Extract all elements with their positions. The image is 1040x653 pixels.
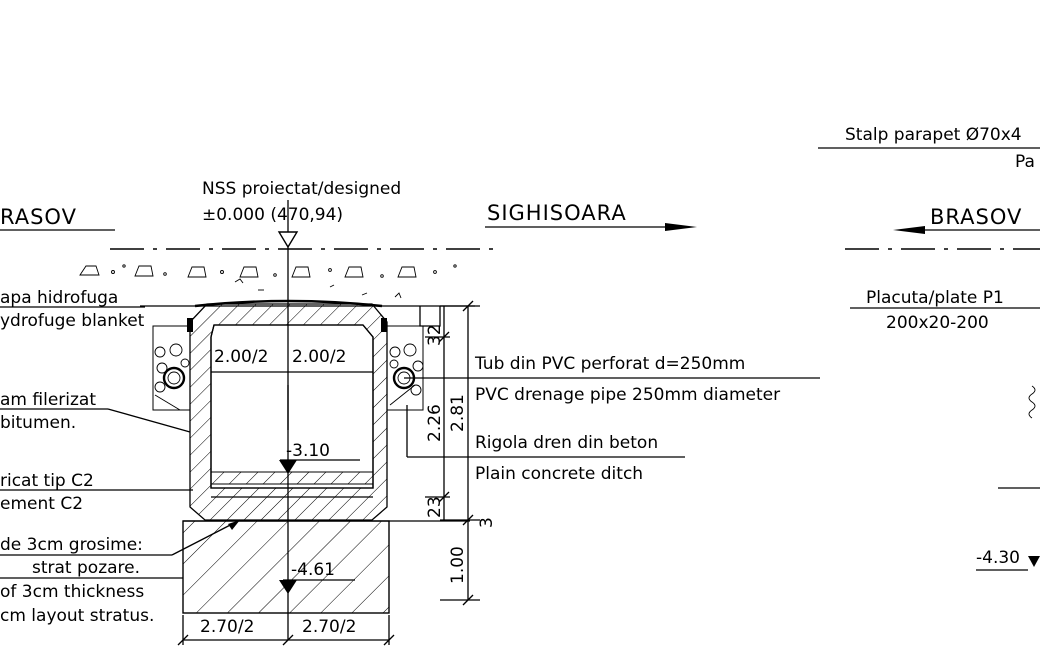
level-base: -4.61	[291, 560, 335, 580]
dim-foundation: 1.00	[448, 546, 468, 584]
inner-bottom-layer	[210, 471, 374, 485]
note-layer-en-1: of 3cm thickness	[0, 582, 144, 602]
dim-bottom-right: 2.70/2	[302, 617, 356, 637]
vertical-dimensions	[425, 300, 480, 606]
dim-outer-height: 2.81	[448, 394, 468, 432]
direction-right-section-label: BRASOV	[930, 205, 1022, 229]
direction-right-arrow	[665, 223, 697, 231]
note-ditch-en: Plain concrete ditch	[475, 464, 643, 484]
note-pipe-en: PVC drenage pipe 250mm diameter	[475, 385, 780, 405]
level-inner-bottom: -3.10	[286, 441, 330, 461]
note-layer-en-2: cm layout stratus.	[0, 606, 154, 626]
direction-left-label: RASOV	[0, 205, 77, 229]
note-cement-en: ement C2	[0, 494, 83, 514]
pavement-stones	[79, 264, 457, 299]
dim-inner-left: 2.00/2	[214, 347, 268, 367]
note-bitumen-en: bitumen.	[0, 413, 76, 433]
note-cement-ro: ricat tip C2	[0, 471, 94, 491]
dim-gap: 3	[477, 517, 497, 528]
left-pvc-pipe	[162, 366, 186, 390]
level-marker-top	[277, 231, 299, 249]
plate-size: 200x20-200	[886, 313, 989, 333]
note-layer-ro-1: de 3cm grosime:	[0, 535, 143, 555]
level-label-designed: NSS proiectat/designed	[202, 179, 401, 199]
note-waterproof-en: ydrofuge blanket	[0, 311, 145, 331]
note-pipe-ro: Tub din PVC perforat d=250mm	[474, 354, 745, 374]
foundation-block	[182, 520, 390, 614]
dim-inner-right: 2.00/2	[292, 347, 346, 367]
dim-top-slab: 32	[425, 324, 445, 346]
left-section: RASOV SIGHISOARA NSS proiectat/designed …	[0, 179, 820, 646]
post-label: Stalp parapet Ø70x4	[845, 125, 1022, 145]
note-bitumen-ro: am filerizat	[0, 390, 96, 410]
note-layer-ro-2: strat pozare.	[32, 558, 140, 578]
parapet-label: Pa	[1015, 152, 1035, 172]
direction-left-arrow	[893, 226, 925, 234]
dim-bottom-left: 2.70/2	[200, 617, 254, 637]
level-label-value: ±0.000 (470,94)	[202, 205, 343, 225]
right-level: -4.30	[976, 548, 1020, 568]
note-waterproof-ro: apa hidrofuga	[0, 288, 118, 308]
plate-label: Placuta/plate P1	[866, 288, 1004, 308]
dim-bottom-slab: 23	[425, 496, 445, 518]
left-drain-fill	[152, 325, 191, 411]
dim-inner-height: 2.26	[425, 404, 445, 442]
right-section: Stalp parapet Ø70x4 Pa BRASOV Placuta/pl…	[818, 125, 1040, 571]
note-ditch-ro: Rigola dren din beton	[475, 433, 658, 453]
direction-right-label: SIGHISOARA	[487, 201, 627, 225]
